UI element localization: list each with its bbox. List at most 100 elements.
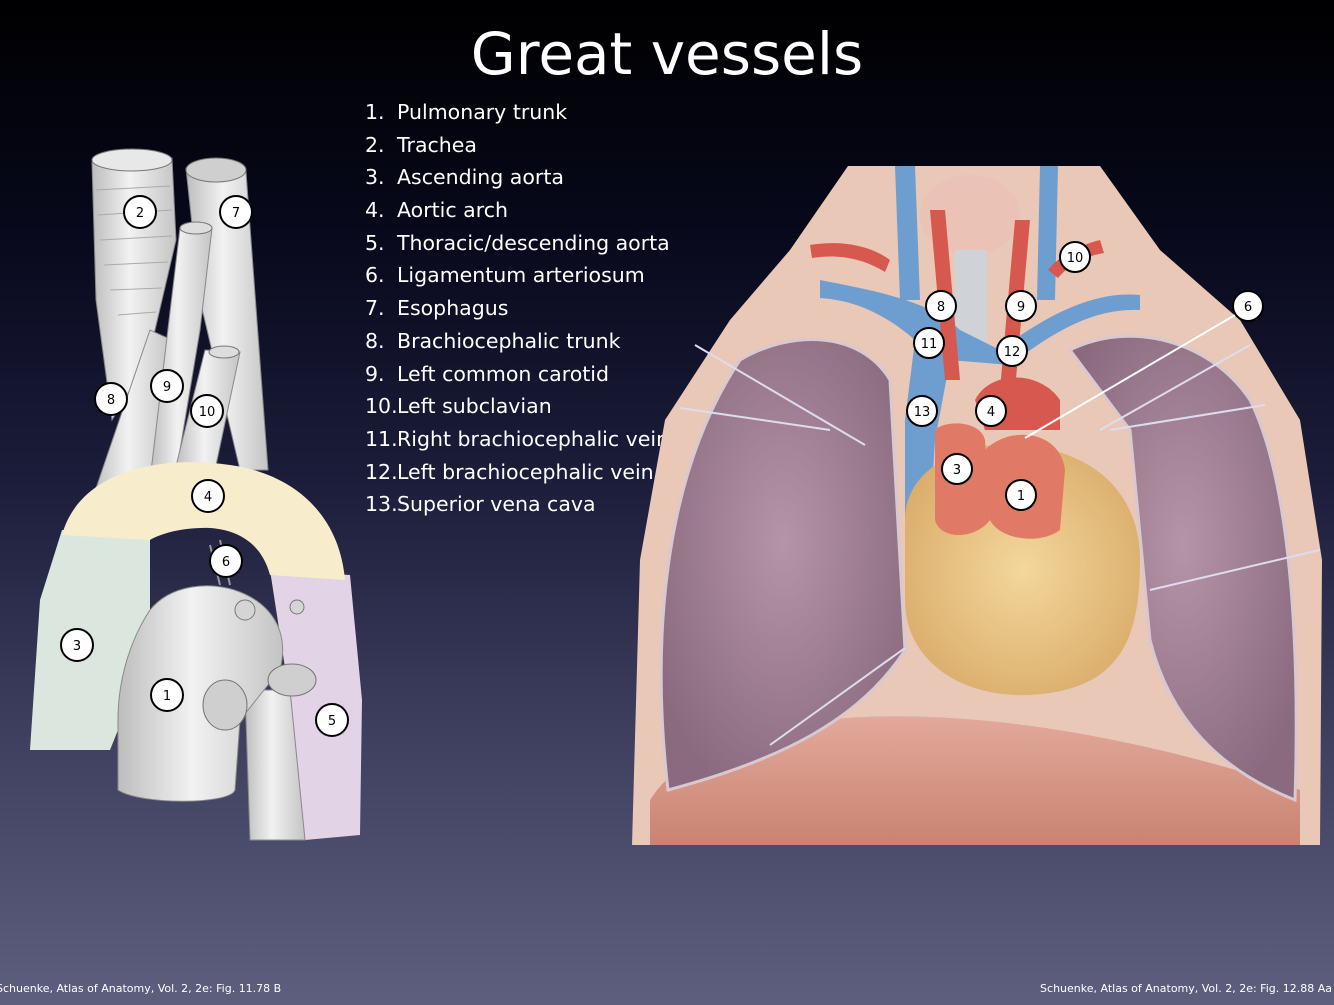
pulmonary-branch-opening — [267, 663, 317, 697]
callout-label: 9 — [163, 380, 171, 395]
legend-number: 11. — [365, 426, 398, 451]
brachiocephalic-veins — [820, 280, 1140, 520]
callout-3: 3 — [60, 628, 94, 662]
legend-item: 9. Left common carotid — [365, 358, 670, 391]
legend-number: 4. — [365, 198, 385, 223]
callout-3: 3 — [941, 453, 973, 485]
legend-label: Left common carotid — [397, 361, 609, 386]
legend-number: 12. — [365, 459, 398, 484]
legend-item: 2. Trachea — [365, 129, 670, 162]
legend-label: Trachea — [397, 132, 477, 157]
aortic-arch-shape — [62, 462, 345, 580]
callout-5: 5 — [315, 703, 349, 737]
callout-label: 4 — [204, 490, 212, 505]
legend-label: Esophagus — [397, 296, 509, 321]
callout-label: 3 — [953, 463, 961, 478]
legend-item: 5. Thoracic/descending aorta — [365, 227, 670, 260]
callout-label: 10 — [199, 405, 216, 420]
legend-number: 6. — [365, 263, 385, 288]
esophagus-opening — [185, 157, 247, 183]
callout-7: 7 — [219, 195, 253, 229]
callout-4: 4 — [191, 479, 225, 513]
callout-1: 1 — [1005, 479, 1037, 511]
legend-number: 2. — [365, 132, 385, 157]
descending-aorta-shape — [270, 570, 362, 840]
callout-label: 10 — [1067, 251, 1084, 266]
legend-item: 13.Superior vena cava — [365, 488, 670, 521]
pulmonary-small-opening — [234, 599, 256, 621]
legend-item: 7. Esophagus — [365, 292, 670, 325]
subclavian-arteries — [810, 240, 1104, 278]
legend-item: 1. Pulmonary trunk — [365, 96, 670, 129]
callout-label: 1 — [163, 689, 171, 704]
legend-number: 1. — [365, 100, 385, 124]
callout-6: 6 — [1232, 290, 1264, 322]
legend-number: 5. — [365, 230, 385, 255]
diaphragm — [650, 716, 1300, 845]
callout-label: 13 — [914, 405, 931, 420]
callout-label: 5 — [328, 714, 336, 729]
legend-item: 11.Right brachiocephalic vein — [365, 423, 670, 456]
callout-label: 12 — [1004, 345, 1021, 360]
legend-label: Thoracic/descending aorta — [397, 230, 670, 255]
jugular-veins — [895, 166, 1058, 300]
callout-8: 8 — [925, 290, 957, 322]
callout-13: 13 — [906, 395, 938, 427]
callout-label: 6 — [222, 555, 230, 570]
legend-item: 12.Left brachiocephalic vein — [365, 456, 670, 489]
legend-label: Ascending aorta — [397, 165, 564, 190]
legend-label: Superior vena cava — [397, 492, 596, 517]
dissection-pins — [679, 344, 1321, 746]
trachea-opening — [91, 148, 173, 172]
legend-number: 3. — [365, 165, 385, 190]
callout-label: 6 — [1244, 300, 1252, 315]
callout-8: 8 — [94, 382, 128, 416]
callout-6: 6 — [209, 544, 243, 578]
right-figure-source: Schuenke, Atlas of Anatomy, Vol. 2, 2e: … — [1040, 982, 1332, 995]
legend-number: 7. — [365, 296, 385, 321]
callout-9: 9 — [150, 369, 184, 403]
left-callouts: 2 7 8 9 10 4 6 3 1 5 — [60, 195, 349, 737]
pulmonary-branch-opening — [202, 679, 248, 731]
callout-label: 4 — [987, 405, 995, 420]
legend-label: Aortic arch — [397, 198, 508, 223]
callout-2: 2 — [123, 195, 157, 229]
pulmonary-trunk-shape — [117, 585, 284, 802]
thorax-dissection-illustration: 10 6 8 9 11 12 13 4 3 1 — [632, 166, 1322, 845]
legend-label: Ligamentum arteriosum — [397, 263, 645, 288]
pulmonary-small-opening — [289, 599, 305, 615]
legend-item: 6. Ligamentum arteriosum — [365, 259, 670, 292]
legend-label: Pulmonary trunk — [397, 100, 568, 124]
legend-item: 8. Brachiocephalic trunk — [365, 325, 670, 358]
callout-label: 1 — [1017, 489, 1025, 504]
callout-label: 11 — [921, 337, 938, 352]
right-callouts: 10 6 8 9 11 12 13 4 3 1 — [906, 241, 1264, 511]
callout-10: 10 — [1059, 241, 1091, 273]
legend-number: 10. — [365, 394, 398, 419]
carotid-opening — [179, 221, 213, 235]
callout-label: 8 — [937, 300, 945, 315]
legend-item: 4. Aortic arch — [365, 194, 670, 227]
legend-number: 13. — [365, 492, 398, 517]
callout-label: 8 — [107, 393, 115, 408]
left-figure-source: Schuenke, Atlas of Anatomy, Vol. 2, 2e: … — [0, 982, 282, 995]
structure-legend: 1. Pulmonary trunk 2. Trachea 3. Ascending … — [365, 96, 670, 521]
great-vessels-schematic: 2 7 8 9 10 4 6 3 1 5 — [30, 148, 362, 841]
callout-label: 7 — [232, 206, 240, 221]
legend-number: 9. — [365, 361, 385, 386]
callout-label: 9 — [1017, 300, 1025, 315]
callout-12: 12 — [996, 335, 1028, 367]
callout-11: 11 — [913, 327, 945, 359]
slide-title: Great vessels — [470, 20, 864, 88]
callout-6-leader — [1024, 314, 1236, 439]
legend-label: Brachiocephalic trunk — [397, 328, 621, 353]
left-lung — [1067, 334, 1298, 803]
legend-number: 8. — [365, 328, 385, 353]
legend-item: 3. Ascending aorta — [365, 161, 670, 194]
callout-1: 1 — [150, 678, 184, 712]
right-lung — [659, 338, 907, 792]
callout-label: 3 — [73, 639, 81, 654]
legend-label: Right brachiocephalic vein — [397, 426, 670, 451]
callout-10: 10 — [190, 394, 224, 428]
legend-label: Left subclavian — [397, 394, 552, 419]
